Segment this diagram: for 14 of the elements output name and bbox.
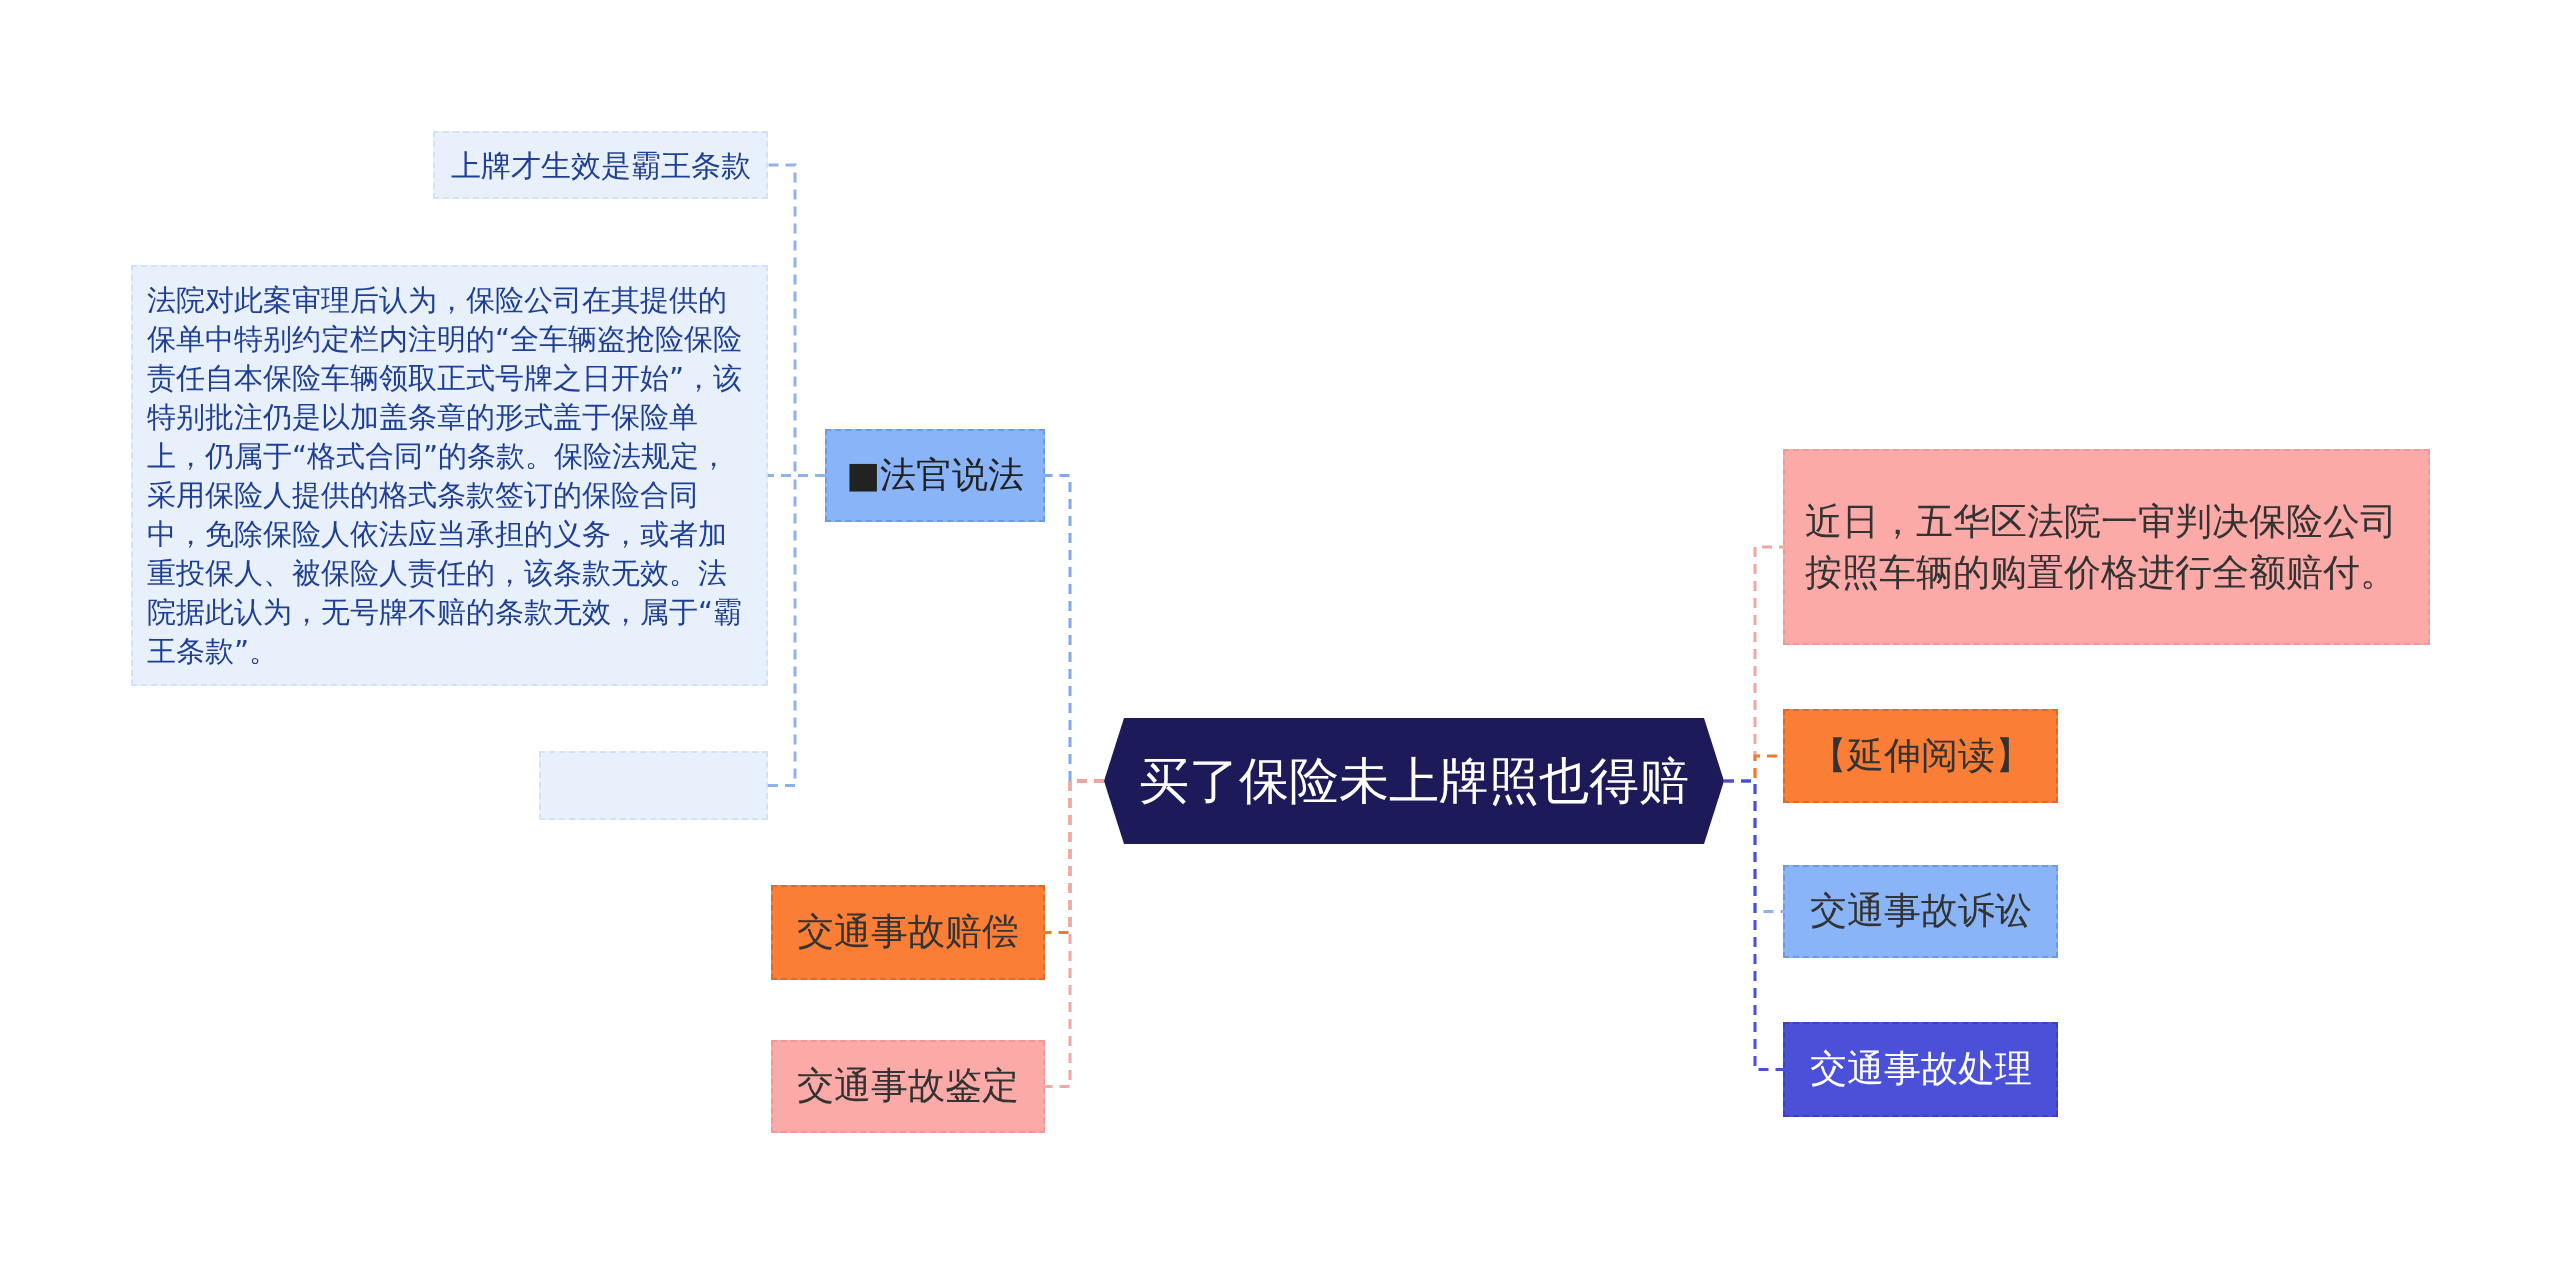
connector-line <box>1045 779 1104 1088</box>
topic-box: 交通事故诉讼 <box>1783 865 2058 958</box>
connector-line <box>768 474 825 787</box>
topic-box: 【延伸阅读】 <box>1783 709 2058 803</box>
note-box: 上牌才生效是霸王条款 <box>433 131 768 199</box>
topic-box: 交通事故鉴定 <box>771 1040 1045 1133</box>
topic-box: 交通事故赔偿 <box>771 885 1045 980</box>
note-box: 法院对此案审理后认为，保险公司在其提供的保单中特别约定栏内注明的“全车辆盗抢险保险责任自本保险车辆领取正式号牌之日开始”，该特别批注仍是以加盖条章的形式盖于保险单上，仍属于“格式合同”的条款。保险法规定，采用保险人提供的格式条款签订的保险合同中，免除保险人依法应当承担的义务，或者加重投保人、被保险人责任的，该条款无效。法院据此认为，无号牌不赔的条款无效，属于“霸王条款”。 <box>131 265 768 686</box>
topic-box: 近日，五华区法院一审判决保险公司按照车辆的购置价格进行全额赔付。 <box>1783 449 2430 645</box>
connector-line <box>1724 779 1783 1071</box>
central-topic-hexagon: 买了保险未上牌照也得赔 <box>1104 718 1724 844</box>
topic-box: 交通事故处理 <box>1783 1022 2058 1117</box>
topic-box: ■法官说法 <box>825 429 1045 522</box>
source-box <box>539 751 768 820</box>
